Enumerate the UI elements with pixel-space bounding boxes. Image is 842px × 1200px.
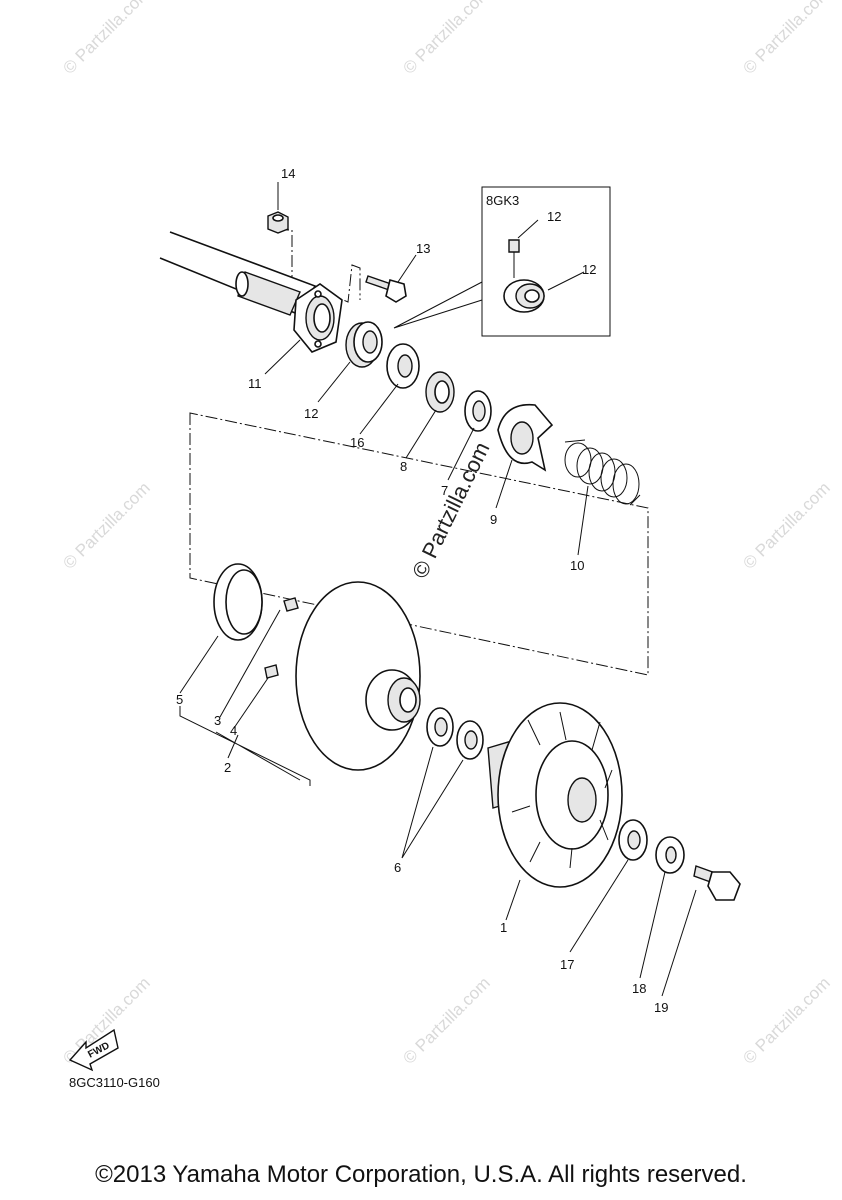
part-number-1: 1: [500, 920, 507, 935]
part-number-14: 13: [416, 241, 430, 256]
watermark-text: © Partzilla.com: [399, 973, 493, 1067]
washers-6: [426, 707, 484, 760]
variant-inset: 8GK3: [393, 186, 611, 337]
watermark-text: © Partzilla.com: [59, 478, 153, 572]
watermark-text: © Partzilla.com: [739, 973, 833, 1067]
part-number-18: 18: [632, 981, 646, 996]
slider-8: [425, 371, 455, 413]
washer-17: [618, 819, 648, 861]
part-number-15: 14: [281, 166, 295, 181]
washer-18: [655, 836, 685, 874]
part-number-labels: 14 13 12 12 11 12 16 8 7 9 10 5 3 4 2 6 …: [176, 166, 668, 1015]
bolt-3: [283, 597, 299, 612]
part-number-10: 10: [570, 558, 584, 573]
bolt-19: [693, 865, 741, 901]
part-number-11: 11: [248, 376, 262, 391]
assembly-outline: [189, 229, 649, 676]
diagram-code: 8GC3110-G160: [69, 1075, 160, 1090]
part-number-19: 19: [654, 1000, 668, 1015]
ring-5: [213, 563, 263, 641]
shaft: [159, 231, 317, 317]
part-number-4: 4: [230, 723, 237, 738]
part-number-5: 5: [176, 692, 183, 707]
watermark-text: © Partzilla.com: [739, 0, 833, 78]
bolt-4: [264, 664, 279, 679]
bearing-housing-11: [293, 283, 343, 353]
part-number-8: 8: [400, 459, 407, 474]
part-number-7: 7: [441, 483, 448, 498]
watermark-text: © Partzilla.com: [739, 478, 833, 572]
part-number-12: 12: [304, 406, 318, 421]
nut-15: [267, 211, 289, 234]
part-number-9: 9: [490, 512, 497, 527]
fwd-arrow-icon: FWD: [68, 1028, 119, 1072]
watermark-text: © Partzilla.com: [399, 0, 493, 78]
part-number-2: 2: [224, 760, 231, 775]
copyright-notice: ©2013 Yamaha Motor Corporation, U.S.A. A…: [95, 1161, 747, 1188]
part-number-3: 3: [214, 713, 221, 728]
sheave-2: [295, 581, 421, 771]
part-number-6: 6: [394, 860, 401, 875]
washer-7: [464, 390, 492, 432]
cam-9: [497, 403, 554, 472]
spring-10: [564, 439, 641, 506]
variant-label: 8GK3: [486, 193, 519, 208]
watermark-text: © Partzilla.com: [59, 0, 153, 78]
washer-16: [386, 343, 420, 389]
bolt-14: [365, 275, 407, 303]
part-number-12-inset: 12: [582, 262, 596, 277]
sheave-1: [487, 702, 623, 888]
part-number-13: 12: [547, 209, 561, 224]
watermark-main: © Partzilla.com: [407, 438, 494, 582]
leader-lines: [179, 182, 697, 997]
part-number-16: 16: [350, 435, 364, 450]
part-number-17: 17: [560, 957, 574, 972]
bearing-12: [345, 321, 383, 368]
